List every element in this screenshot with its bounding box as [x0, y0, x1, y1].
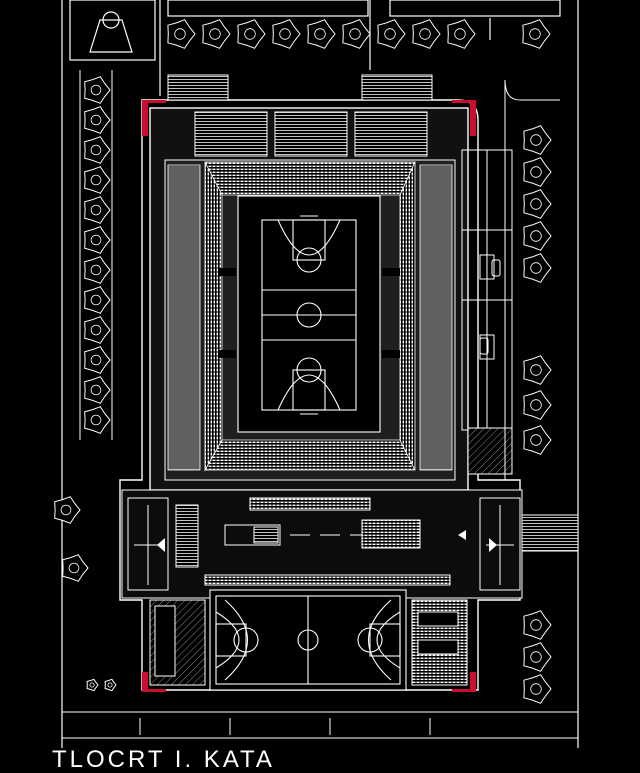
tree-icon	[84, 196, 111, 224]
tree-icon	[522, 19, 551, 49]
tree-icon	[523, 221, 552, 251]
south-street	[62, 711, 578, 739]
east-entrance-ramp	[521, 514, 579, 552]
tree-icon	[523, 642, 552, 672]
tree-icon	[62, 554, 89, 582]
tree-icon	[54, 496, 81, 524]
tree-icon	[84, 76, 111, 104]
tree-icon	[412, 19, 441, 49]
tree-icon	[342, 19, 371, 49]
west-tree-row	[79, 70, 113, 440]
tree-icon	[523, 125, 552, 155]
tree-icon	[167, 19, 196, 49]
tree-icon	[523, 674, 552, 704]
tree-icon	[523, 610, 552, 640]
entrance-triangle-icon	[157, 530, 497, 552]
tree-icon	[84, 136, 111, 164]
tree-icon	[523, 355, 552, 385]
tree-icon	[447, 19, 476, 49]
east-service-corridor	[461, 79, 560, 480]
tree-icon	[84, 376, 111, 404]
tree-icon	[84, 346, 111, 374]
vomitories	[218, 268, 400, 358]
tree-icon	[272, 19, 301, 49]
tree-icon	[84, 166, 111, 194]
tree-icon	[523, 390, 552, 420]
parked-cars	[479, 259, 501, 355]
tree-icon	[523, 253, 552, 283]
tree-icon	[84, 106, 111, 134]
north-entry-blocks	[167, 74, 433, 157]
seating-tiers	[167, 161, 453, 472]
lobby-level	[121, 489, 523, 599]
tree-icon	[84, 226, 111, 254]
tree-icon	[54, 19, 552, 704]
tree-icon	[523, 425, 552, 455]
training-hall-court	[209, 589, 407, 691]
north-site-context	[61, 0, 579, 748]
red-corner-columns	[142, 100, 476, 692]
tree-icon	[86, 678, 99, 692]
tree-icon	[377, 19, 406, 49]
tree-icon	[523, 189, 552, 219]
training-hall-side-rooms	[149, 599, 468, 686]
tree-icon	[307, 19, 336, 49]
tree-icon	[84, 316, 111, 344]
tree-icon	[237, 19, 266, 49]
tree-icon	[84, 286, 111, 314]
tree-icon	[202, 19, 231, 49]
drawing-title: TLOCRT I. KATA	[52, 746, 275, 773]
tree-icon	[84, 406, 111, 434]
tree-icon	[84, 256, 111, 284]
tree-icon	[523, 157, 552, 187]
main-basketball-court	[237, 195, 381, 433]
tree-icon	[104, 678, 117, 692]
